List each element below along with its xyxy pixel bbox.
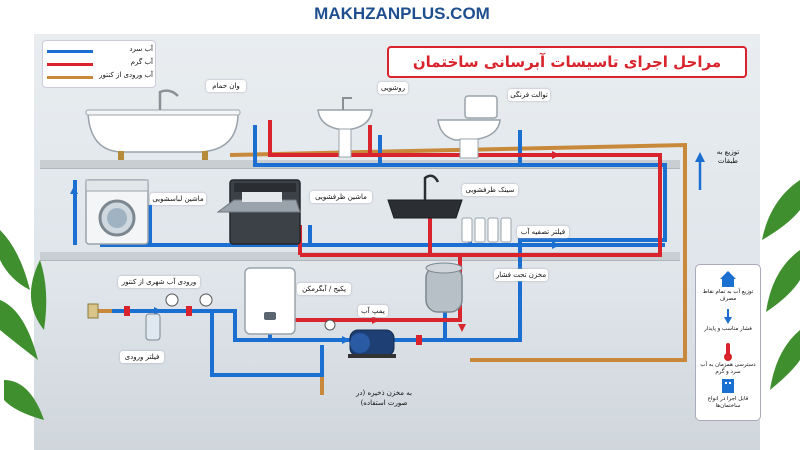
water-purifier-icon (461, 217, 512, 243)
inlet-filter-icon (145, 313, 161, 341)
toilet-icon (437, 95, 501, 159)
label-water-pump: پمپ آب (358, 305, 388, 317)
label-city-inlet: ورودی آب شهری از کنتور (118, 276, 200, 288)
flow-arrows-hot (372, 151, 560, 332)
benefit-item: فشار مناسب و پایدار (704, 326, 752, 332)
bathtub-icon (85, 89, 241, 160)
label-washbasin: روشویی (378, 82, 408, 94)
benefits-panel: توزیع آب به تمام نقاط مصرف فشار مناسب و … (695, 264, 761, 421)
label-dishwasher: ماشین ظرفشویی (310, 191, 372, 203)
distribution-arrow-icon (695, 152, 705, 190)
plant-right (762, 180, 800, 390)
plant-left (0, 230, 47, 420)
valve-icons (124, 306, 422, 345)
label-water-purifier: فیلتر تصفیه آب (517, 226, 569, 238)
kitchen-sink-icon (387, 174, 463, 219)
label-water-heater: پکیج / آبگرمکن (297, 283, 351, 295)
pressure-gauge-icons (165, 293, 336, 331)
label-bathtub: وان حمام (206, 80, 246, 92)
benefits-panel-icons (720, 271, 736, 393)
house-icon (720, 271, 736, 287)
label-toilet: توالت فرنگی (508, 89, 550, 101)
diagram-title: مراحل اجرای تاسیسات آبرسانی ساختمان (387, 46, 747, 78)
legend-item-cold: آب سرد (47, 45, 153, 57)
water-meter-icon (87, 303, 99, 319)
label-inlet-filter: فیلتر ورودی (120, 351, 164, 363)
flow-arrows (70, 186, 560, 344)
water-heater-icon (244, 267, 296, 335)
label-pressure-tank: مخزن تحت فشار (494, 269, 548, 281)
legend-swatch-cold (47, 50, 93, 53)
pressure-tank-icon (425, 262, 463, 313)
label-kitchen-sink: سینک ظرفشویی (462, 184, 518, 196)
label-storage-tank: به مخزن ذخیره (در صورت استفاده) (356, 389, 412, 407)
legend-label: آب سرد (129, 45, 153, 53)
legend-label: آب ورودی از کنتور (99, 71, 153, 79)
legend: آب سرد آب گرم آب ورودی از کنتور (42, 40, 156, 88)
legend-swatch-main (47, 76, 93, 79)
dishwasher-icon (216, 179, 301, 245)
legend-item-main: آب ورودی از کنتور (47, 71, 153, 83)
down-arrow-icon (724, 309, 732, 324)
brand-text: MAKHZANPLUS.COM (314, 4, 490, 23)
benefit-item: قابل اجرا در انواع ساختمان‌ها (707, 396, 749, 409)
legend-label: آب گرم (130, 58, 153, 66)
benefit-item: توزیع آب به تمام نقاط مصرف (702, 289, 754, 302)
legend-item-hot: آب گرم (47, 58, 153, 70)
label-distribution: توزیع به طبقات (716, 148, 740, 165)
washbasin-icon (317, 97, 373, 158)
washing-machine-icon (85, 179, 149, 245)
top-band (0, 0, 800, 34)
thermometer-icon (724, 343, 732, 361)
benefit-item: دسترسی همزمان به آب سرد و گرم (700, 362, 756, 375)
label-washing-machine: ماشین لباسشویی (150, 193, 206, 205)
water-pump-icon (348, 329, 396, 358)
building-icon (722, 379, 734, 393)
legend-swatch-hot (47, 63, 93, 66)
pipes-hot-water (268, 120, 662, 322)
